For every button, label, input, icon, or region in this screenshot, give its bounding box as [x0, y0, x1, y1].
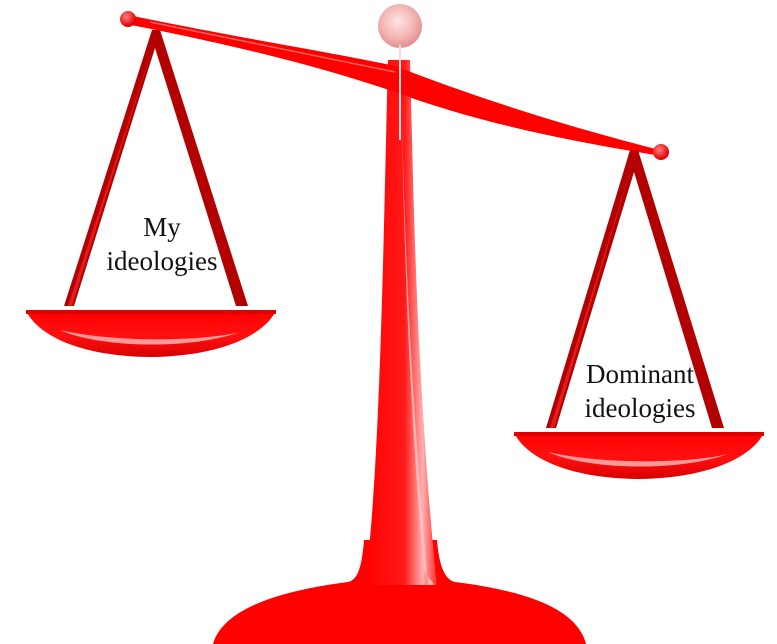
- right-pan-label-line2: ideologies: [584, 393, 696, 423]
- right-pan-label: Dominant ideologies: [565, 357, 715, 425]
- left-pan-label-line1: My: [143, 212, 181, 242]
- right-pan-strings: [546, 150, 724, 428]
- scale-beam: [126, 15, 662, 156]
- right-pan-label-line1: Dominant: [586, 359, 694, 389]
- beam-highlight: [149, 21, 396, 73]
- left-pan: [26, 310, 276, 357]
- left-pan-label-line2: ideologies: [106, 246, 218, 276]
- left-pan-label: My ideologies: [92, 210, 232, 278]
- post-highlight: [402, 120, 434, 585]
- scale-base: [213, 540, 586, 644]
- right-pan: [514, 432, 764, 479]
- scale-post: [365, 60, 437, 585]
- beam-end-left: [120, 11, 136, 27]
- pivot-knob: [378, 4, 422, 48]
- left-pan-strings: [64, 30, 248, 306]
- beam-end-right: [653, 144, 669, 160]
